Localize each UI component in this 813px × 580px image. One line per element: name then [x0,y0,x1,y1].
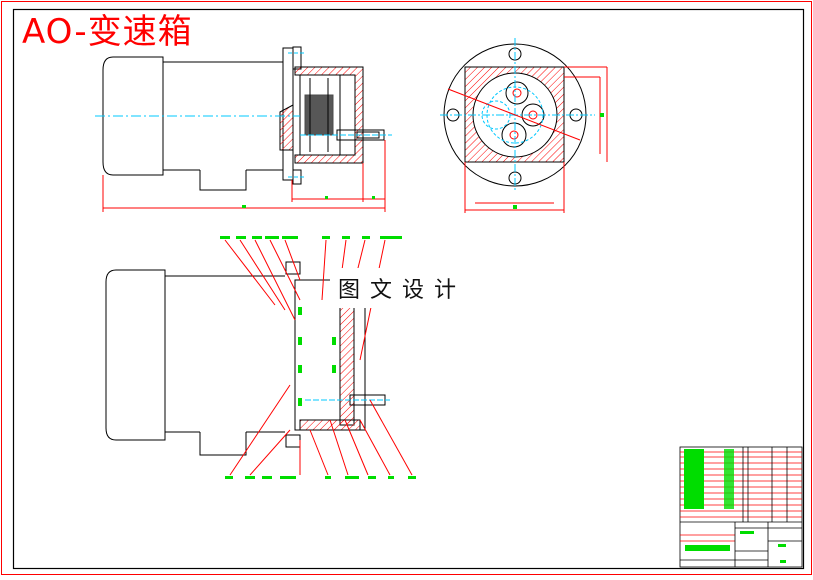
watermark-text: 图文设计 [330,268,475,308]
title-block [679,446,803,568]
side-view [440,38,608,213]
drawing-title: AO-变速箱 [22,12,193,52]
inner-frame [12,8,805,570]
front-view [95,46,392,212]
